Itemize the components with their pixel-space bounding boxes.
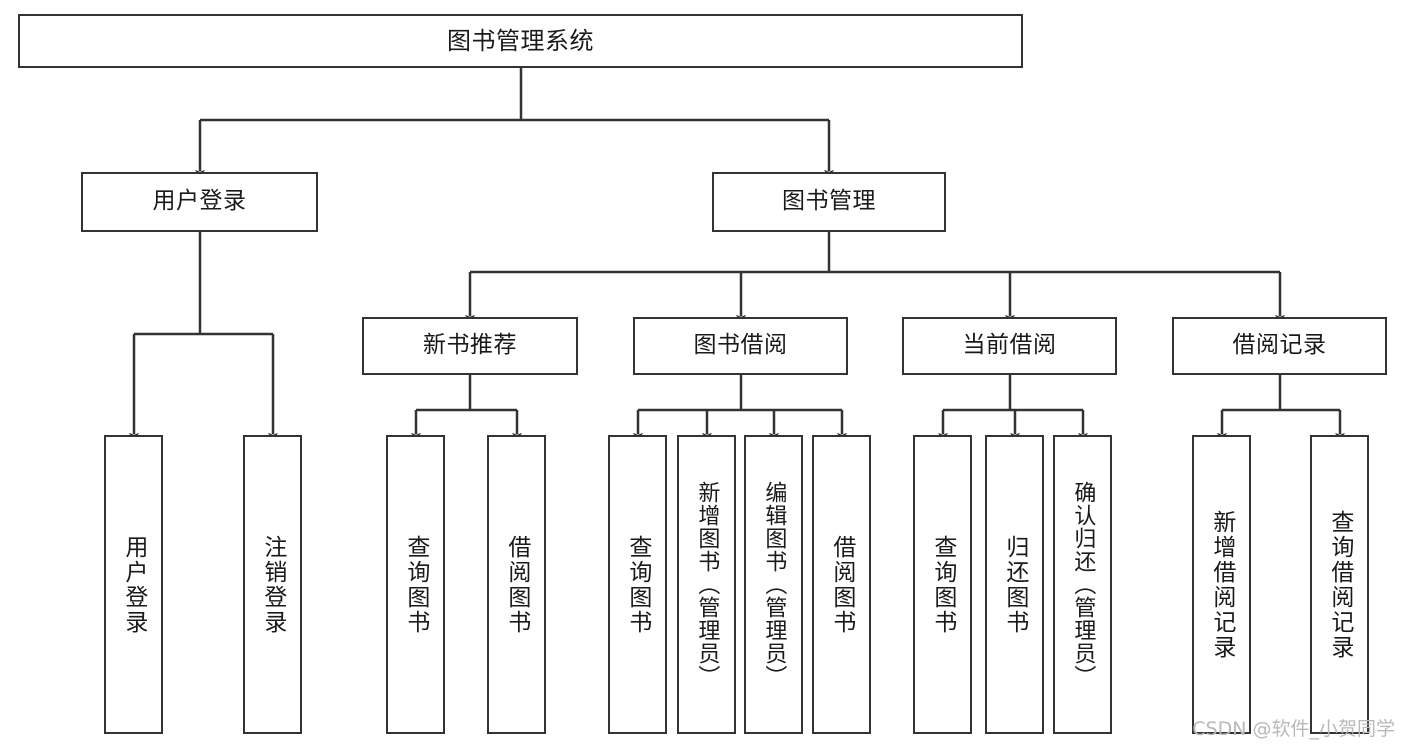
node-label-leaf-user-logout: 注销登录 [259, 534, 286, 635]
node-label-leaf-user-login: 用户登录 [120, 534, 147, 635]
node-label-new-book-rec: 新书推荐 [423, 332, 517, 359]
node-leaf-add-record[interactable]: 新增借阅记录 [1192, 435, 1251, 734]
node-borrow-record[interactable]: 借阅记录 [1172, 317, 1387, 375]
node-label-leaf-borrow-book-2: 借阅图书 [828, 534, 855, 635]
node-label-root: 图书管理系统 [447, 26, 594, 55]
node-label-leaf-add-book: 新增图书（管理员） [694, 481, 720, 688]
node-label-leaf-query-record: 查询借阅记录 [1326, 509, 1353, 660]
node-leaf-add-book[interactable]: 新增图书（管理员） [677, 435, 736, 734]
node-leaf-query-record[interactable]: 查询借阅记录 [1310, 435, 1369, 734]
node-leaf-edit-book[interactable]: 编辑图书（管理员） [744, 435, 803, 734]
node-leaf-borrow-book-1[interactable]: 借阅图书 [487, 435, 546, 734]
node-label-book-manage: 图书管理 [782, 188, 876, 215]
node-label-leaf-borrow-book-1: 借阅图书 [503, 534, 530, 635]
node-label-book-borrow: 图书借阅 [693, 332, 788, 359]
node-label-leaf-query-book-2: 查询图书 [624, 534, 651, 635]
node-label-borrow-record: 借阅记录 [1232, 332, 1327, 359]
node-label-leaf-query-book-1: 查询图书 [402, 534, 429, 635]
node-current-borrow[interactable]: 当前借阅 [902, 317, 1117, 375]
node-leaf-borrow-book-2[interactable]: 借阅图书 [812, 435, 871, 734]
node-label-leaf-return-book: 归还图书 [1001, 534, 1028, 635]
node-label-leaf-query-book-3: 查询图书 [929, 534, 956, 635]
node-leaf-query-book-2[interactable]: 查询图书 [608, 435, 667, 734]
node-label-leaf-confirm-return: 确认归还（管理员） [1070, 481, 1096, 688]
node-leaf-user-login[interactable]: 用户登录 [104, 435, 163, 734]
node-user-login[interactable]: 用户登录 [81, 172, 318, 232]
node-label-leaf-add-record: 新增借阅记录 [1208, 509, 1235, 660]
node-root[interactable]: 图书管理系统 [18, 14, 1023, 68]
node-leaf-user-logout[interactable]: 注销登录 [243, 435, 302, 734]
node-new-book-rec[interactable]: 新书推荐 [362, 317, 578, 375]
node-leaf-query-book-3[interactable]: 查询图书 [913, 435, 972, 734]
node-leaf-return-book[interactable]: 归还图书 [985, 435, 1044, 734]
node-leaf-confirm-return[interactable]: 确认归还（管理员） [1053, 435, 1112, 734]
node-label-current-borrow: 当前借阅 [962, 332, 1057, 359]
node-leaf-query-book-1[interactable]: 查询图书 [386, 435, 445, 734]
node-label-user-login: 用户登录 [152, 188, 247, 215]
node-book-borrow[interactable]: 图书借阅 [633, 317, 848, 375]
csdn-watermark: CSDN @软件_小贺同学 [1192, 718, 1395, 740]
node-label-leaf-edit-book: 编辑图书（管理员） [761, 481, 787, 688]
node-book-manage[interactable]: 图书管理 [712, 172, 946, 232]
